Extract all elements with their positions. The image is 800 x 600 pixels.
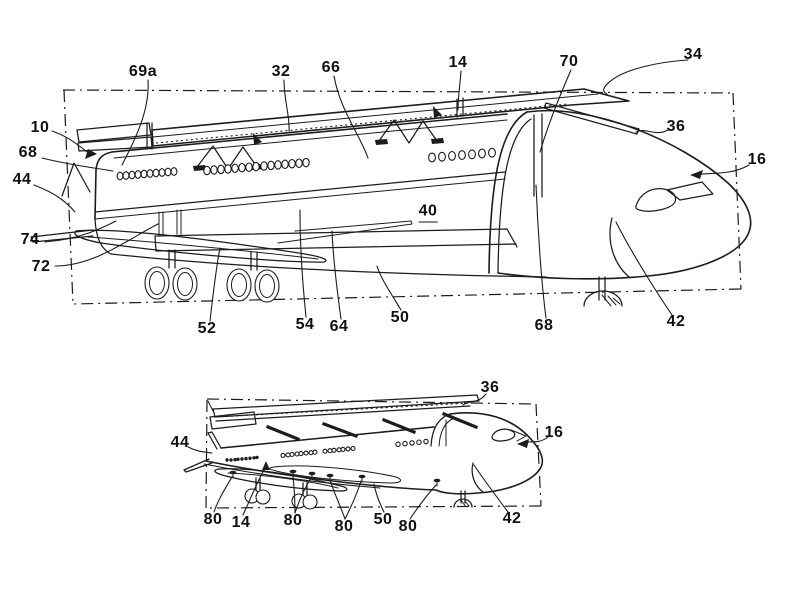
ref-label-80: 80 (334, 518, 354, 535)
window-row (225, 438, 429, 462)
top-figure (30, 59, 752, 322)
arrow-icon (85, 149, 97, 159)
attach-arrow-icon (253, 133, 262, 145)
ref-label-40: 40 (418, 203, 438, 223)
ref-label-80: 80 (283, 512, 303, 529)
arrow-icon (517, 439, 529, 448)
ref-label-34: 34 (683, 46, 703, 63)
leader-lines (33, 59, 750, 322)
attach-arrow-icon (262, 461, 270, 470)
wing (214, 468, 348, 492)
cockpit-window (635, 188, 677, 212)
nose-gear (598, 276, 606, 301)
ref-label-66: 66 (321, 59, 341, 76)
roof-panel-bottom (207, 394, 480, 442)
ref-label-80: 80 (203, 511, 223, 528)
panel-strut (321, 421, 359, 439)
ref-label-52: 52 (197, 320, 217, 337)
bottom-figure (183, 393, 549, 520)
cockpit-window (491, 428, 516, 442)
ref-label-14: 14 (448, 54, 468, 71)
door-arch (488, 111, 528, 274)
ref-label-42: 42 (502, 510, 522, 527)
nose-section (488, 109, 752, 307)
leader-lines-bottom (187, 393, 549, 520)
wing (74, 229, 327, 263)
panel-strut (441, 411, 479, 430)
phantom-outline (62, 89, 742, 305)
ref-label-54: 54 (295, 316, 315, 333)
ref-label-16: 16 (544, 424, 564, 441)
window-row (116, 147, 496, 181)
ref-label-36: 36 (480, 379, 500, 396)
ref-label-70: 70 (559, 53, 579, 70)
wing-and-gear (74, 229, 327, 303)
tail-section (30, 162, 94, 243)
panel-strut (543, 102, 640, 135)
antennas (229, 469, 441, 487)
ref-label-14: 14 (231, 514, 251, 531)
ref-label-44: 44 (12, 171, 32, 188)
attach-arrow-icon (433, 106, 442, 118)
phantom-outline-bottom (205, 398, 542, 509)
ref-label-72: 72 (31, 258, 51, 275)
ref-label-74: 74 (20, 231, 40, 248)
nose-dome (497, 109, 752, 280)
ref-label-80: 80 (398, 518, 418, 535)
panel-strut (265, 424, 301, 442)
ref-label-36: 36 (666, 118, 686, 135)
nose-dome (435, 412, 544, 495)
tailplane (183, 458, 213, 473)
ref-label-42: 42 (666, 313, 686, 330)
aircraft-bottom (183, 412, 544, 510)
vertical-fin (207, 431, 222, 450)
arrow-icon (690, 170, 703, 179)
ref-label-50: 50 (373, 511, 393, 528)
belly-line (205, 460, 437, 491)
ref-label-50: 50 (390, 309, 410, 326)
ref-label-16: 16 (747, 151, 767, 168)
belly-line (110, 253, 547, 278)
vertical-fin (61, 162, 91, 197)
fuselage-module (94, 113, 547, 278)
lower-deck (154, 228, 518, 252)
ref-label-68: 68 (534, 317, 554, 334)
belly-fairing (269, 465, 402, 484)
ref-label-64: 64 (329, 318, 349, 335)
ref-label-68: 68 (18, 144, 38, 161)
ref-label-10: 10 (30, 119, 50, 136)
ref-label-32: 32 (271, 63, 291, 80)
cockpit-window-2 (666, 181, 714, 201)
roof-panel-assembly (76, 88, 640, 198)
ref-label-44: 44 (170, 434, 190, 451)
ref-label-69a: 69a (128, 63, 158, 80)
